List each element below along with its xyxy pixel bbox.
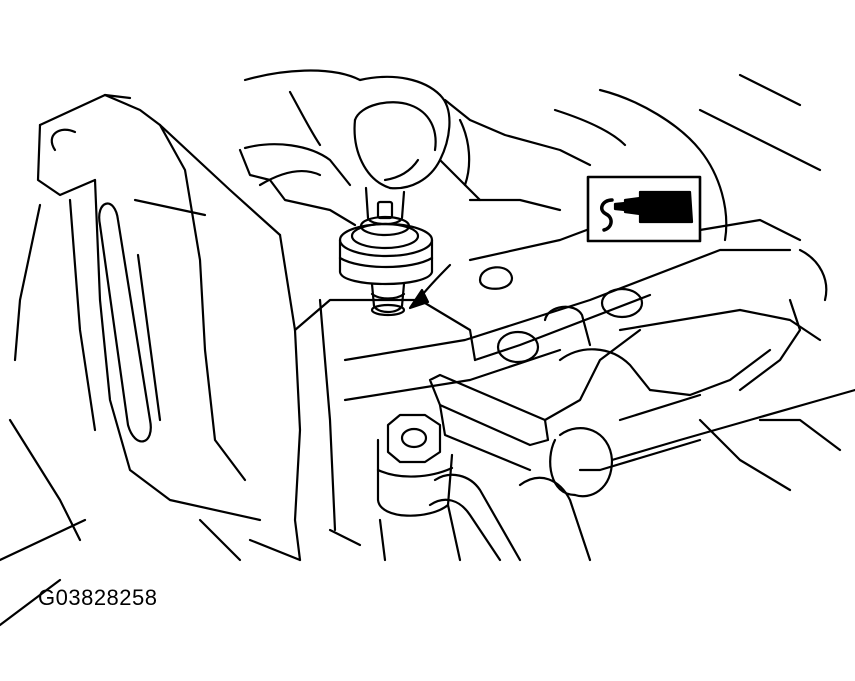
left-bracket [0, 95, 280, 625]
knock-sensor [340, 188, 432, 315]
figure-id-label: G03828258 [38, 585, 158, 610]
sealant-tube-icon [588, 177, 700, 241]
install-arrow [410, 265, 450, 308]
hand [245, 71, 590, 200]
lower-assembly [200, 250, 855, 560]
engine-block [240, 75, 820, 560]
